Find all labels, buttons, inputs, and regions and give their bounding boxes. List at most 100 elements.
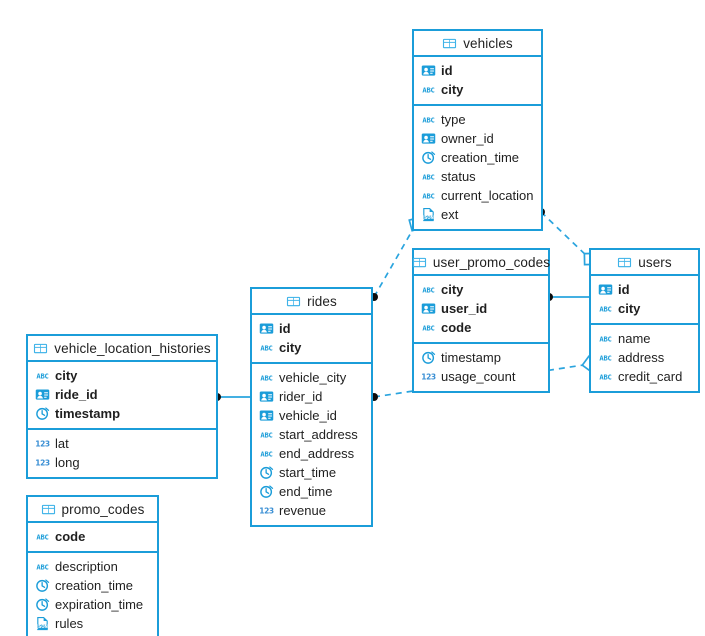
svg-text:ABC: ABC (599, 373, 611, 382)
number-icon: 123 (35, 459, 50, 468)
number-icon: 123 (35, 440, 50, 449)
field-row[interactable]: creation_time (414, 148, 541, 167)
string-icon: ABC (260, 374, 272, 383)
field-row[interactable]: 123 long (28, 453, 216, 472)
json-icon: JSON (36, 616, 48, 631)
field-name: current_location (441, 188, 534, 203)
svg-text:JSON: JSON (36, 624, 48, 629)
table-header-vehicle_location_histories[interactable]: vehicle_location_histories (28, 336, 216, 362)
string-icon: ABC (599, 354, 611, 363)
field-row[interactable]: id (591, 280, 698, 299)
field-row[interactable]: id (414, 61, 541, 80)
string-icon: ABC (599, 373, 611, 382)
field-row[interactable]: vehicle_id (252, 406, 371, 425)
field-name: type (441, 112, 466, 127)
field-row[interactable]: ride_id (28, 385, 216, 404)
field-name: long (55, 455, 80, 470)
number-icon: 123 (259, 507, 274, 516)
field-name: id (441, 63, 453, 78)
string-icon: ABC (422, 173, 434, 182)
field-name: status (441, 169, 476, 184)
svg-text:ABC: ABC (36, 563, 48, 572)
table-header-user_promo_codes[interactable]: user_promo_codes (412, 250, 550, 276)
table-header-rides[interactable]: rides (252, 289, 371, 315)
field-row[interactable]: ABC status (414, 167, 541, 186)
string-icon: ABC (422, 116, 434, 125)
field-row[interactable]: expiration_time (28, 595, 157, 614)
field-name: id (279, 321, 291, 336)
field-name: description (55, 559, 118, 574)
field-name: timestamp (441, 350, 501, 365)
field-name: user_id (441, 301, 488, 316)
field-name: revenue (279, 503, 326, 518)
field-row[interactable]: end_time (252, 482, 371, 501)
relationship-user-promo-codes-to-users[interactable] (545, 293, 589, 301)
field-row[interactable]: 123 revenue (252, 501, 371, 520)
table-header-promo_codes[interactable]: promo_codes (28, 497, 157, 523)
field-name: expiration_time (55, 597, 144, 612)
id-icon (421, 65, 436, 76)
relationship-line (373, 223, 417, 298)
table-header-vehicles[interactable]: vehicles (414, 31, 541, 57)
field-name: start_address (279, 427, 358, 442)
relationship-vehicle-location-histories-to-rides[interactable] (213, 393, 250, 401)
svg-text:ABC: ABC (36, 533, 48, 542)
svg-text:ABC: ABC (36, 372, 48, 381)
field-row[interactable]: timestamp (414, 348, 548, 367)
field-row[interactable]: ABC type (414, 110, 541, 129)
svg-text:ABC: ABC (599, 305, 611, 314)
field-row[interactable]: timestamp (28, 404, 216, 423)
field-name: code (441, 320, 472, 335)
svg-text:ABC: ABC (599, 335, 611, 344)
table-icon (41, 504, 55, 514)
field-row[interactable]: rider_id (252, 387, 371, 406)
svg-text:123: 123 (35, 440, 50, 449)
field-row[interactable]: owner_id (414, 129, 541, 148)
svg-text:ABC: ABC (422, 324, 434, 333)
field-row[interactable]: ABC description (28, 557, 157, 576)
field-row[interactable]: id (252, 319, 371, 338)
id-icon (421, 133, 436, 144)
svg-text:ABC: ABC (599, 354, 611, 363)
field-row[interactable]: creation_time (28, 576, 157, 595)
string-icon: ABC (599, 305, 611, 314)
timestamp-icon (422, 351, 436, 364)
id-icon (598, 284, 613, 295)
string-icon: ABC (36, 563, 48, 572)
field-row[interactable]: user_id (414, 299, 548, 318)
string-icon: ABC (422, 324, 434, 333)
timestamp-icon (260, 485, 274, 498)
field-row[interactable]: start_time (252, 463, 371, 482)
field-row[interactable]: ABC code (414, 318, 548, 337)
table-title: rides (307, 293, 337, 309)
string-icon: ABC (36, 372, 48, 381)
table-header-users[interactable]: users (591, 250, 698, 276)
field-name: city (441, 82, 464, 97)
